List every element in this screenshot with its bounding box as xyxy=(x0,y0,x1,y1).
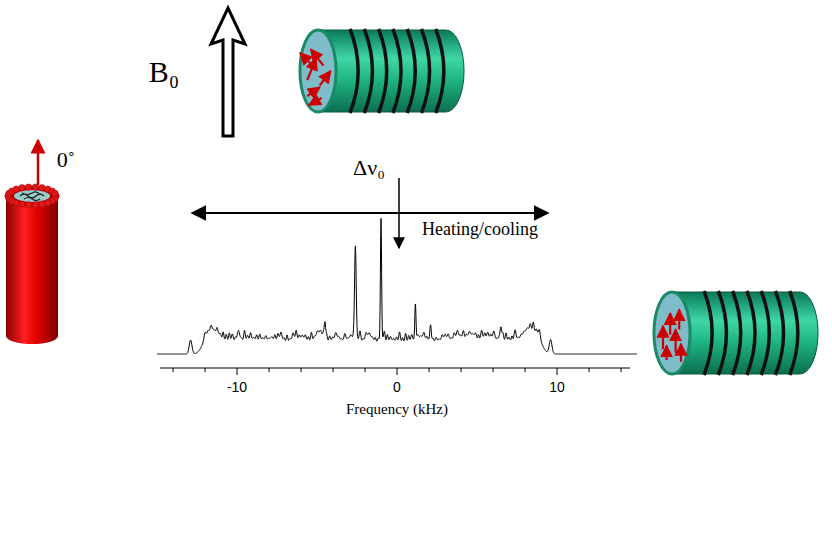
drawing xyxy=(5,8,818,375)
tick-label: 0 xyxy=(393,380,401,394)
coil-sample xyxy=(300,29,464,113)
coil-sample-aligned xyxy=(654,291,818,375)
frequency-axis xyxy=(160,368,630,375)
width-arrow xyxy=(192,212,548,214)
field-arrow xyxy=(211,8,245,136)
process-label: Heating/cooling xyxy=(422,220,538,238)
micelle-cylinder xyxy=(5,184,59,344)
tick-label: 10 xyxy=(549,380,565,394)
field-label: B₀ xyxy=(149,57,179,87)
nmr-spectrum xyxy=(157,218,637,354)
width-label: Δν₀ xyxy=(353,157,385,179)
director-arrow xyxy=(37,140,40,185)
axis-title: Frequency (kHz) xyxy=(346,402,448,417)
angle-label: 0˚ xyxy=(57,149,75,171)
tick-label: -10 xyxy=(227,380,247,394)
